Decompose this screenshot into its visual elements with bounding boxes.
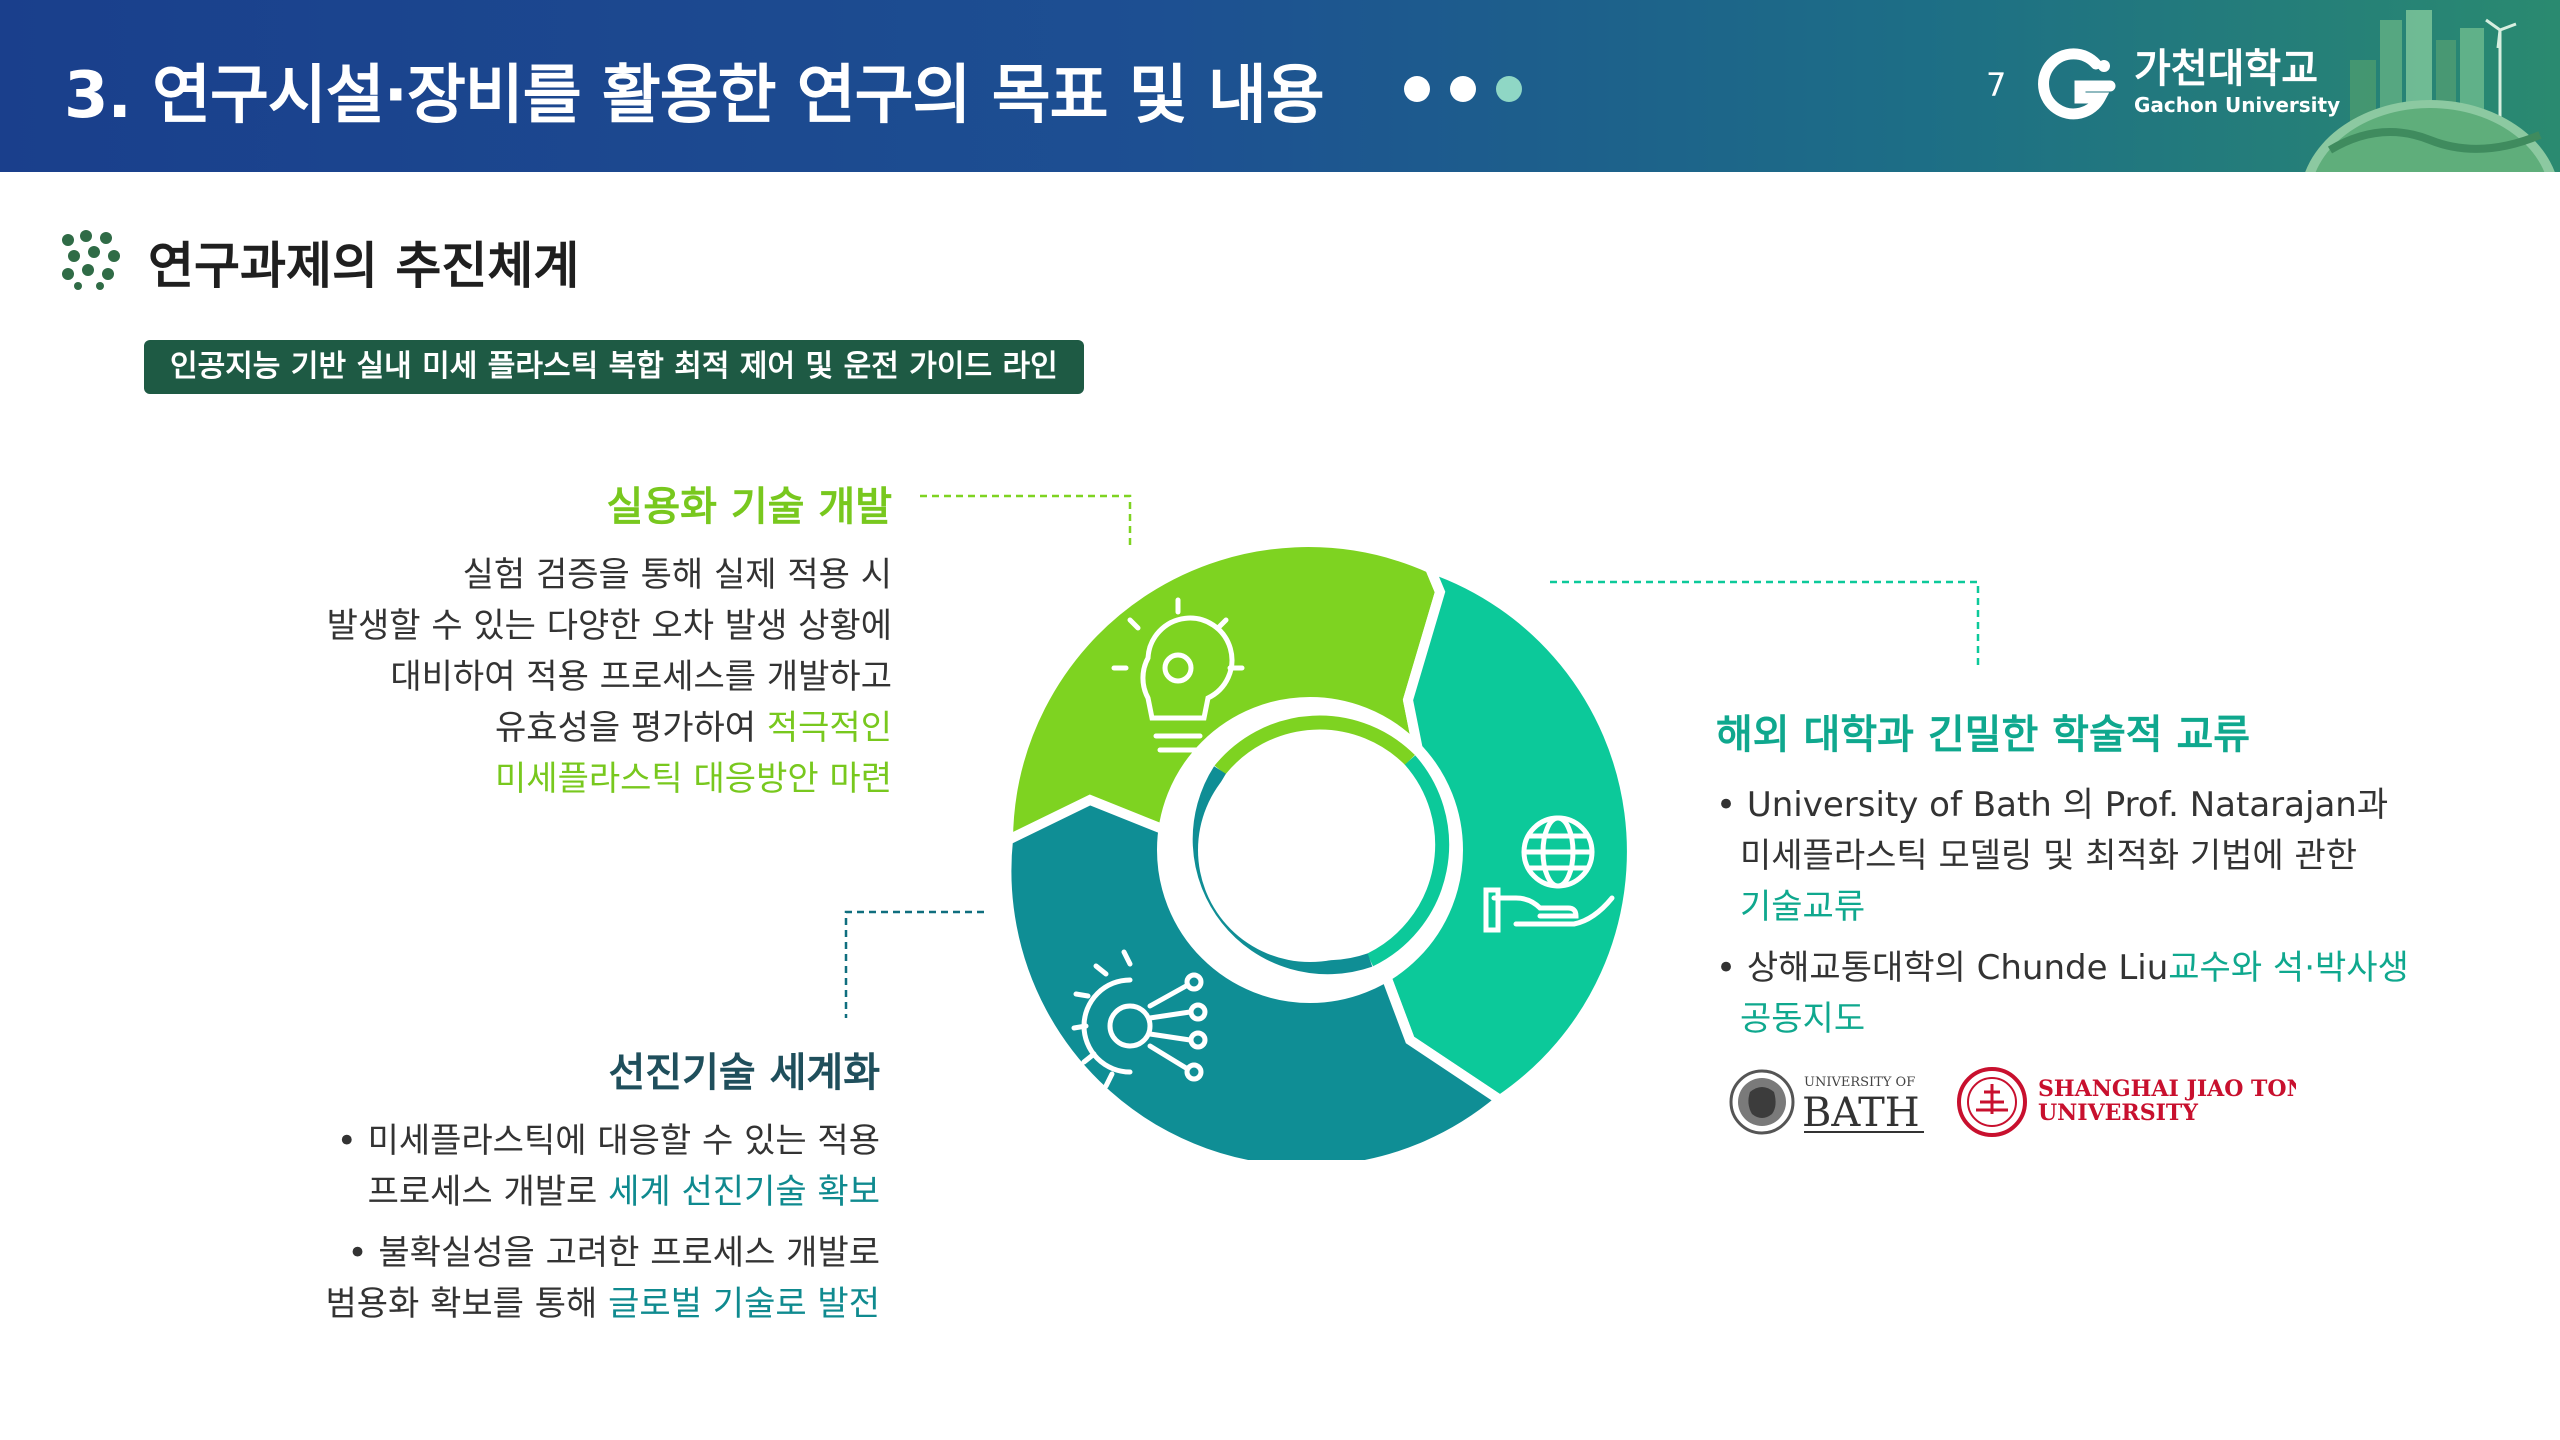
advanced-b1-accent: 세계 선진기술 확보: [608, 1172, 880, 1212]
practical-line-1: 실험 검증을 통해 실제 적용 시: [462, 555, 892, 595]
advanced-b1-line-1: • 미세플라스틱에 대응할 수 있는 적용: [336, 1121, 880, 1161]
global-exchange-text: • University of Bath 의 Prof. Natarajan과 …: [1716, 780, 2409, 1045]
title-dots: [1404, 76, 1522, 102]
advanced-tech-title: 선진기술 세계화: [608, 1050, 880, 1096]
practical-line-2: 발생할 수 있는 다양한 오차 발생 상황에: [326, 606, 892, 646]
gachon-logo-icon: [2038, 48, 2116, 120]
global-b1-line-1: • University of Bath 의 Prof. Natarajan과: [1716, 785, 2389, 825]
advanced-b1-plain: 프로세스 개발로: [367, 1172, 609, 1212]
sjtu-logo-line-1: SHANGHAI JIAO TONG: [2038, 1076, 2296, 1102]
practical-line-4-plain: 유효성을 평가하여: [495, 708, 767, 748]
global-b2-accent: 교수와 석·박사생: [2168, 948, 2409, 988]
university-name-ko: 가천대학교: [2134, 46, 2318, 92]
header-bar: 3. 연구시설·장비를 활용한 연구의 목표 및 내용 7 가천대학교 Gach…: [0, 0, 2560, 172]
practical-line-5: 미세플라스틱 대응방안 마련: [495, 759, 892, 799]
page-number: 7: [1986, 66, 2007, 104]
global-b2-plain: • 상해교통대학의 Chunde Liu: [1716, 948, 2169, 988]
practical-tech-text: 실험 검증을 통해 실제 적용 시 발생할 수 있는 다양한 오차 발생 상황에…: [327, 550, 892, 805]
global-b2-line-2: 공동지도: [1740, 999, 1866, 1039]
global-b1-line-3: 기술교류: [1740, 887, 1866, 927]
dot-3: [1496, 76, 1522, 102]
green-city-globe-icon: [2305, 10, 2555, 172]
globe-hand-icon: [1483, 815, 1615, 933]
advanced-tech-text: • 미세플라스틱에 대응할 수 있는 적용 프로세스 개발로 세계 선진기술 확…: [325, 1116, 880, 1330]
university-name: 가천대학교 Gachon University: [2134, 46, 2340, 118]
bath-logo-small-text: UNIVERSITY OF: [1804, 1075, 1915, 1090]
dot-1: [1404, 76, 1430, 102]
cycle-diagram: [1001, 540, 1637, 1160]
bath-logo-big-text: BATH: [1802, 1090, 1920, 1136]
dots-grid-icon: [62, 230, 120, 290]
global-exchange-title: 해외 대학과 긴밀한 학술적 교류: [1716, 712, 2251, 758]
project-tag: 인공지능 기반 실내 미세 플라스틱 복합 최적 제어 및 운전 가이드 라인: [144, 340, 1084, 394]
practical-line-4-accent: 적극적인: [766, 708, 892, 748]
university-of-bath-logo: UNIVERSITY OF BATH: [1729, 1069, 1924, 1136]
gear-circuit-icon: [1071, 949, 1208, 1089]
page-title: 3. 연구시설·장비를 활용한 연구의 목표 및 내용: [64, 59, 1325, 133]
advanced-b2-line-2: 범용화 확보를 통해 글로벌 기술로 발전: [325, 1279, 880, 1330]
practical-line-4: 유효성을 평가하여 적극적인: [327, 703, 892, 754]
shanghai-jiao-tong-logo: SHANGHAI JIAO TONG UNIVERSITY: [1957, 1067, 2296, 1137]
global-b1-line-2: 미세플라스틱 모델링 및 최적화 기법에 관한: [1740, 836, 2358, 876]
advanced-b2-plain: 범용화 확보를 통해: [325, 1284, 609, 1324]
practical-line-3: 대비하여 적용 프로세스를 개발하고: [390, 657, 892, 697]
advanced-b2-accent: 글로벌 기술로 발전: [608, 1284, 880, 1324]
sjtu-logo-line-2: UNIVERSITY: [2038, 1100, 2198, 1126]
lightbulb-gear-icon: [1111, 597, 1245, 753]
section-title: 연구과제의 추진체계: [148, 237, 580, 295]
advanced-b1-line-2: 프로세스 개발로 세계 선진기술 확보: [325, 1167, 880, 1218]
university-name-en: Gachon University: [2134, 93, 2341, 117]
dot-2: [1450, 76, 1476, 102]
advanced-b2-line-1: • 불확실성을 고려한 프로세스 개발로: [347, 1233, 880, 1273]
practical-tech-title: 실용화 기술 개발: [606, 484, 892, 530]
global-b2-line-1: • 상해교통대학의 Chunde Liu교수와 석·박사생: [1716, 943, 2409, 994]
